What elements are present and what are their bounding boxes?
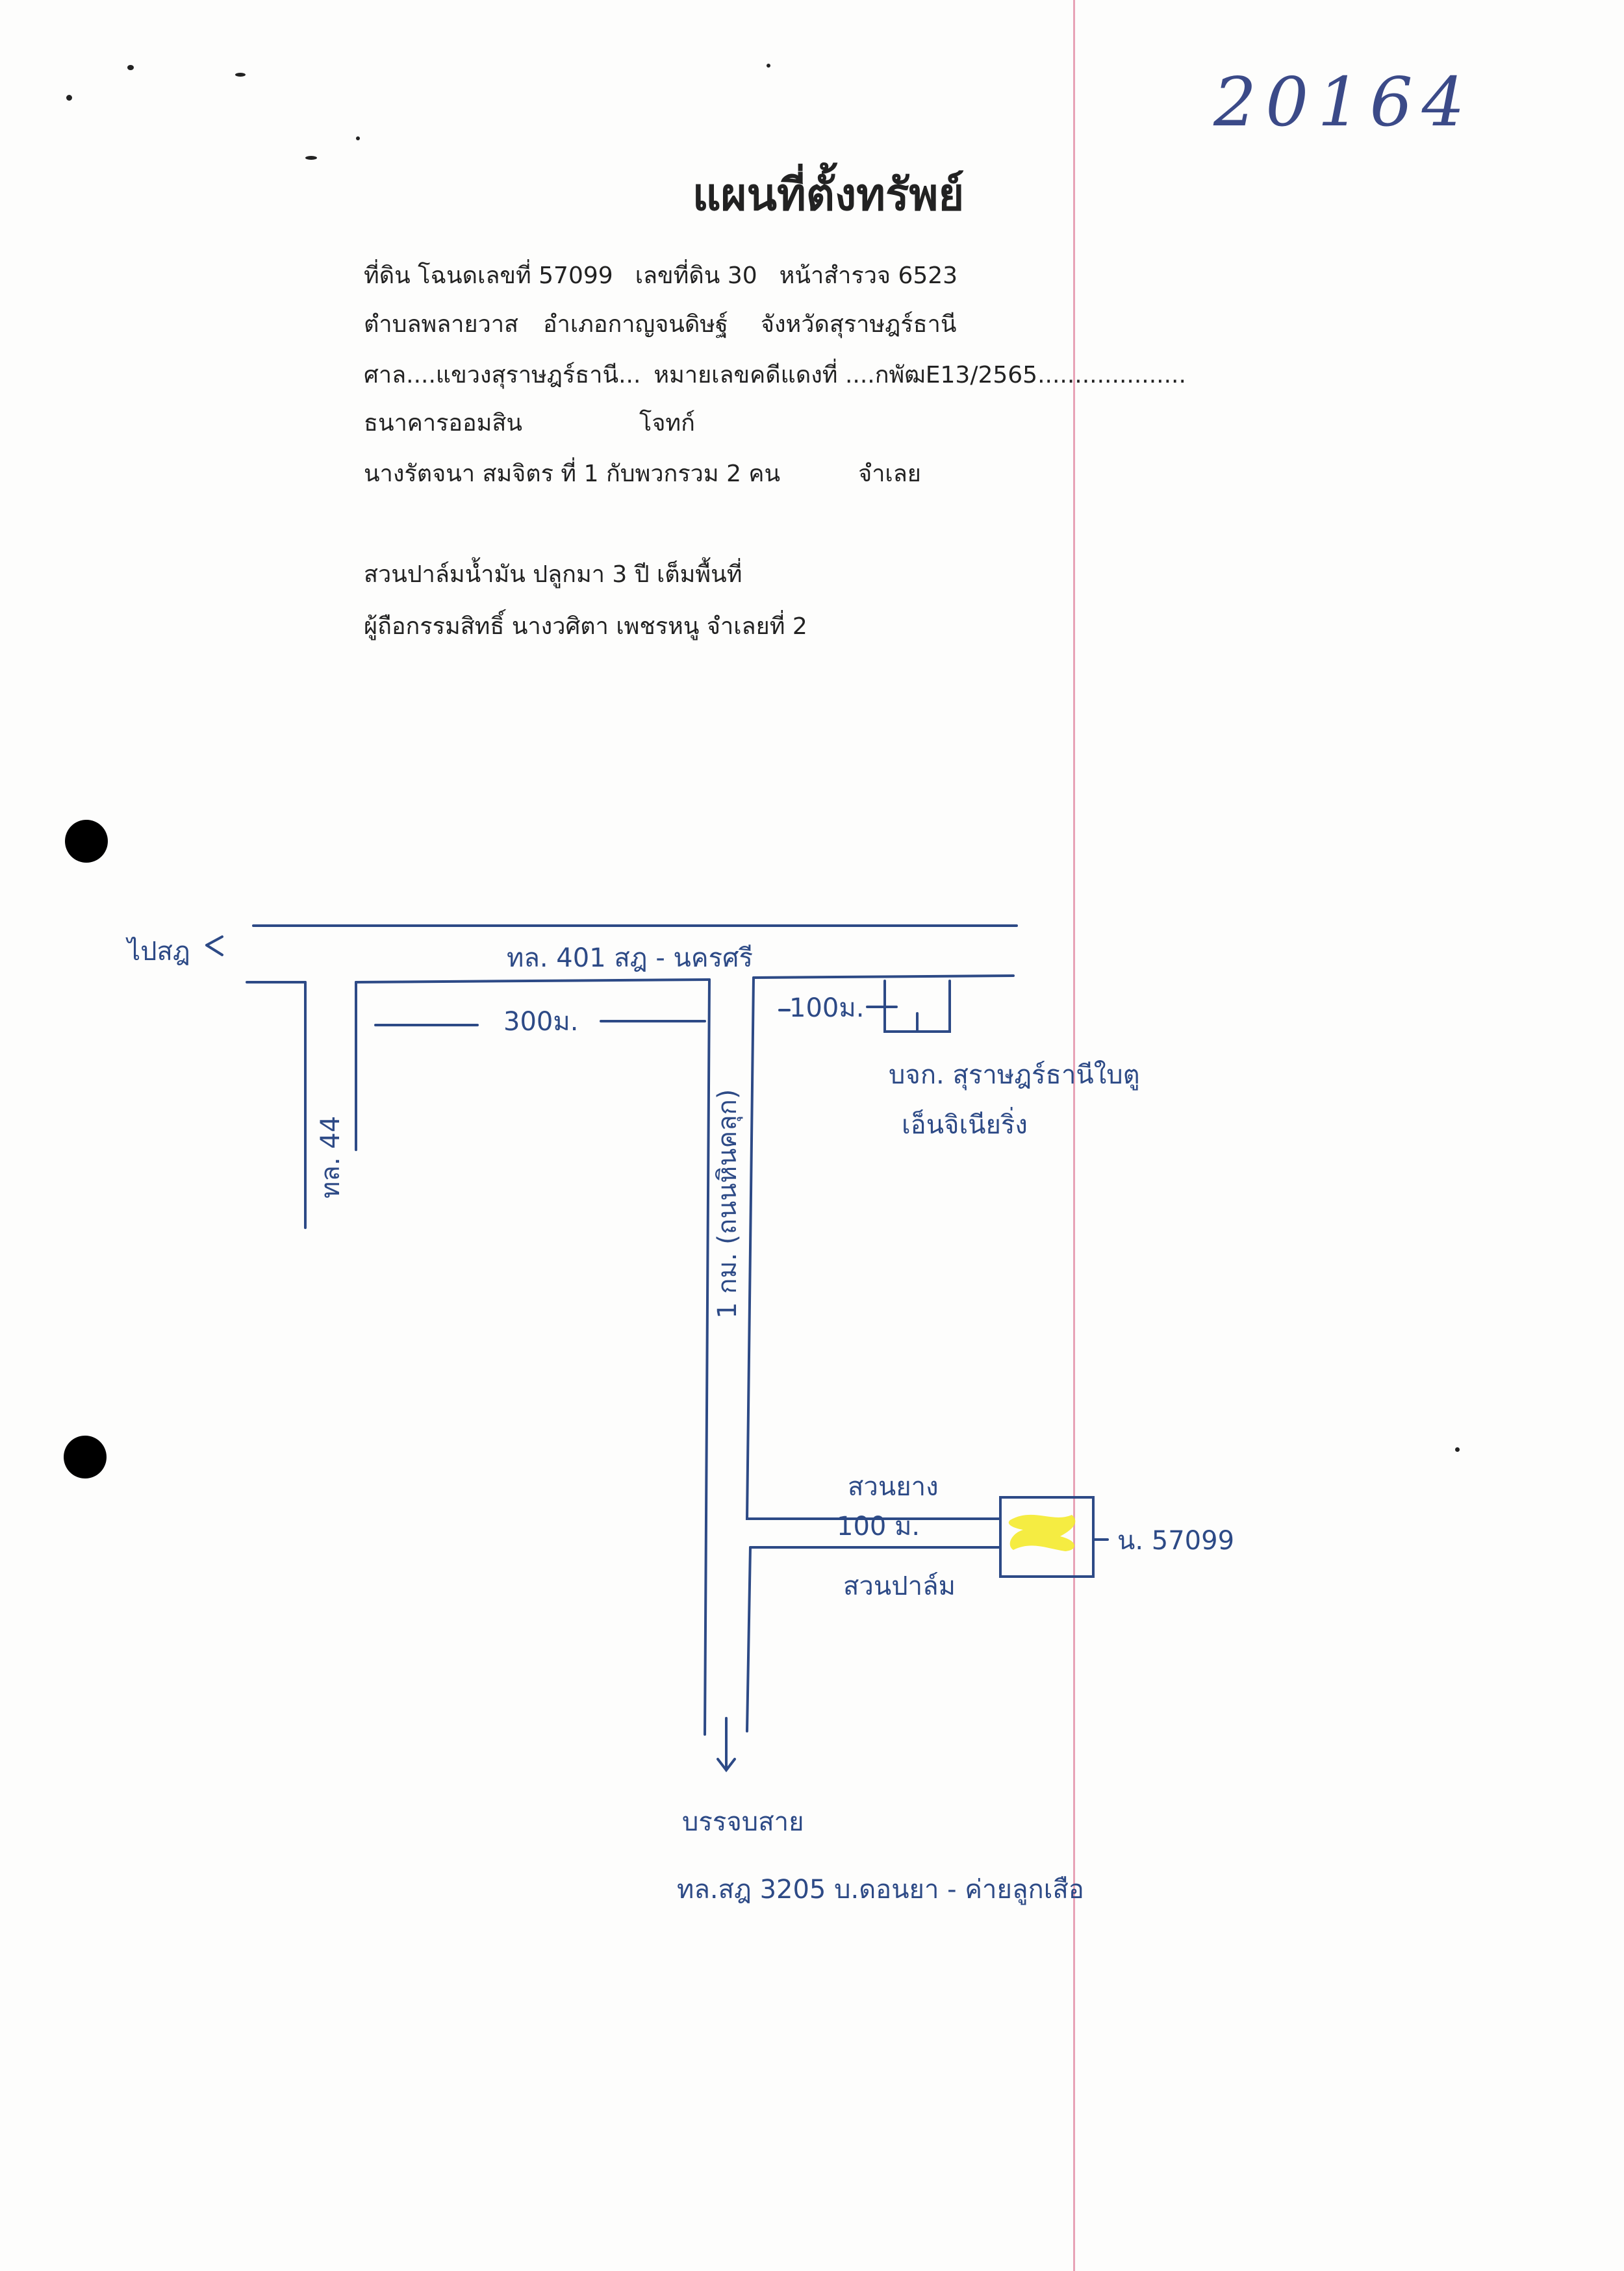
margin-line bbox=[1073, 0, 1075, 2271]
land-number: เลขที่ดิน 30 bbox=[635, 262, 757, 289]
survey-page: หน้าสำรวจ 6523 bbox=[779, 262, 958, 289]
header-line-5: นางรัตจนา สมจิตร ที่ 1 กับพวกรวม 2 คน จำเ… bbox=[364, 455, 921, 492]
company-name-line-2: เอ็นจิเนียริ่ง bbox=[902, 1107, 1028, 1140]
scan-speck bbox=[356, 136, 360, 140]
to-surat-label: ไปสฎ bbox=[125, 937, 190, 967]
distance-100m-bottom-label: 100 ม. bbox=[837, 1512, 920, 1541]
header-line-1: ที่ดิน โฉนดเลขที่ 57099 เลขที่ดิน 30 หน้าส… bbox=[364, 257, 958, 294]
scan-speck bbox=[235, 73, 246, 77]
owner-line: ผู้ถือกรรมสิทธิ์ นางวศิตา เพชรหนู จำเลยท… bbox=[364, 613, 807, 640]
land-title-label: น. 57099 bbox=[1117, 1526, 1234, 1556]
defendant-name: นางรัตจนา สมจิตร ที่ 1 กับพวกรวม 2 คน bbox=[364, 461, 781, 487]
road-3205-label: ทล.สฎ 3205 บ.ดอนยา - ค่ายลูกเสือ bbox=[677, 1875, 1084, 1905]
highway-401-label: ทล. 401 สฎ - นครศรี bbox=[507, 943, 753, 973]
west-arrow bbox=[205, 935, 223, 956]
side-road-west-edge bbox=[704, 978, 711, 1736]
highway-44-label: ทล. 44 bbox=[316, 1116, 346, 1199]
scan-speck bbox=[1455, 1447, 1460, 1452]
public-road-label: บรรจบสาย bbox=[682, 1807, 804, 1837]
highway-401-south-edge-west bbox=[246, 978, 711, 983]
punch-hole-top bbox=[65, 820, 108, 863]
header-line-2: ตำบลพลายวาส อำเภอกาญจนดิษฐ์ จังหวัดสุราษฎร… bbox=[364, 305, 956, 342]
south-arrow bbox=[717, 1717, 736, 1773]
page-title: แผนที่ตั้งทรัพย์ bbox=[692, 170, 965, 221]
plaintiff-label: โจทก์ bbox=[639, 410, 695, 437]
district: อำเภอกาญจนดิษฐ์ bbox=[543, 311, 728, 338]
case-number: หมายเลขคดีแดงที่ ....กพัฒE13/2565.......… bbox=[653, 362, 1186, 388]
dimension-100m-top-line bbox=[778, 1006, 898, 1011]
scan-speck bbox=[767, 64, 770, 68]
distance-100m-top-label: 100ม. bbox=[789, 993, 864, 1023]
target-plot-highlight bbox=[1008, 1514, 1076, 1551]
punch-hole-bottom bbox=[64, 1436, 107, 1478]
palm-garden-label: สวนปาล์ม bbox=[843, 1571, 956, 1601]
header-line-4: ธนาคารออมสิน โจทก์ bbox=[364, 404, 695, 441]
plaintiff-name: ธนาคารออมสิน bbox=[364, 410, 522, 437]
highway-401-south-edge-east bbox=[752, 974, 1015, 979]
scan-speck bbox=[66, 95, 72, 101]
scan-speck bbox=[127, 65, 134, 70]
header-line-3: ศาล....แขวงสุราษฎร์ธานี... หมายเลขคดีแดงท… bbox=[364, 356, 1186, 393]
defendant-label: จำเลย bbox=[858, 461, 921, 487]
scan-speck bbox=[305, 156, 317, 160]
rubber-garden-label: สวนยาง bbox=[848, 1472, 939, 1502]
road-lines bbox=[205, 924, 1109, 1773]
dimension-300m-line bbox=[374, 1020, 706, 1026]
side-road-east-edge-upper bbox=[745, 976, 1002, 1520]
property-description: สวนปาล์มน้ำมัน ปลูกมา 3 ปี เต็มพื้นที่ bbox=[364, 561, 742, 588]
distance-300m-label: 300ม. bbox=[503, 1007, 578, 1037]
company-name-line-1: บจก. สุราษฎร์ธานีใบตู bbox=[889, 1059, 1140, 1091]
title-deed-number: ที่ดิน โฉนดเลขที่ 57099 bbox=[364, 262, 613, 289]
target-plot bbox=[999, 1496, 1095, 1578]
subdistrict: ตำบลพลายวาส bbox=[364, 311, 519, 338]
province: จังหวัดสุราษฎร์ธานี bbox=[760, 311, 957, 338]
side-road-east-edge-lower bbox=[746, 1546, 752, 1732]
court: ศาล....แขวงสุราษฎร์ธานี... bbox=[364, 362, 641, 388]
handwritten-doc-number: 20164 bbox=[1213, 62, 1474, 142]
side-road-label: 1 กม. (ถนนหินคลุก) bbox=[713, 1089, 743, 1319]
